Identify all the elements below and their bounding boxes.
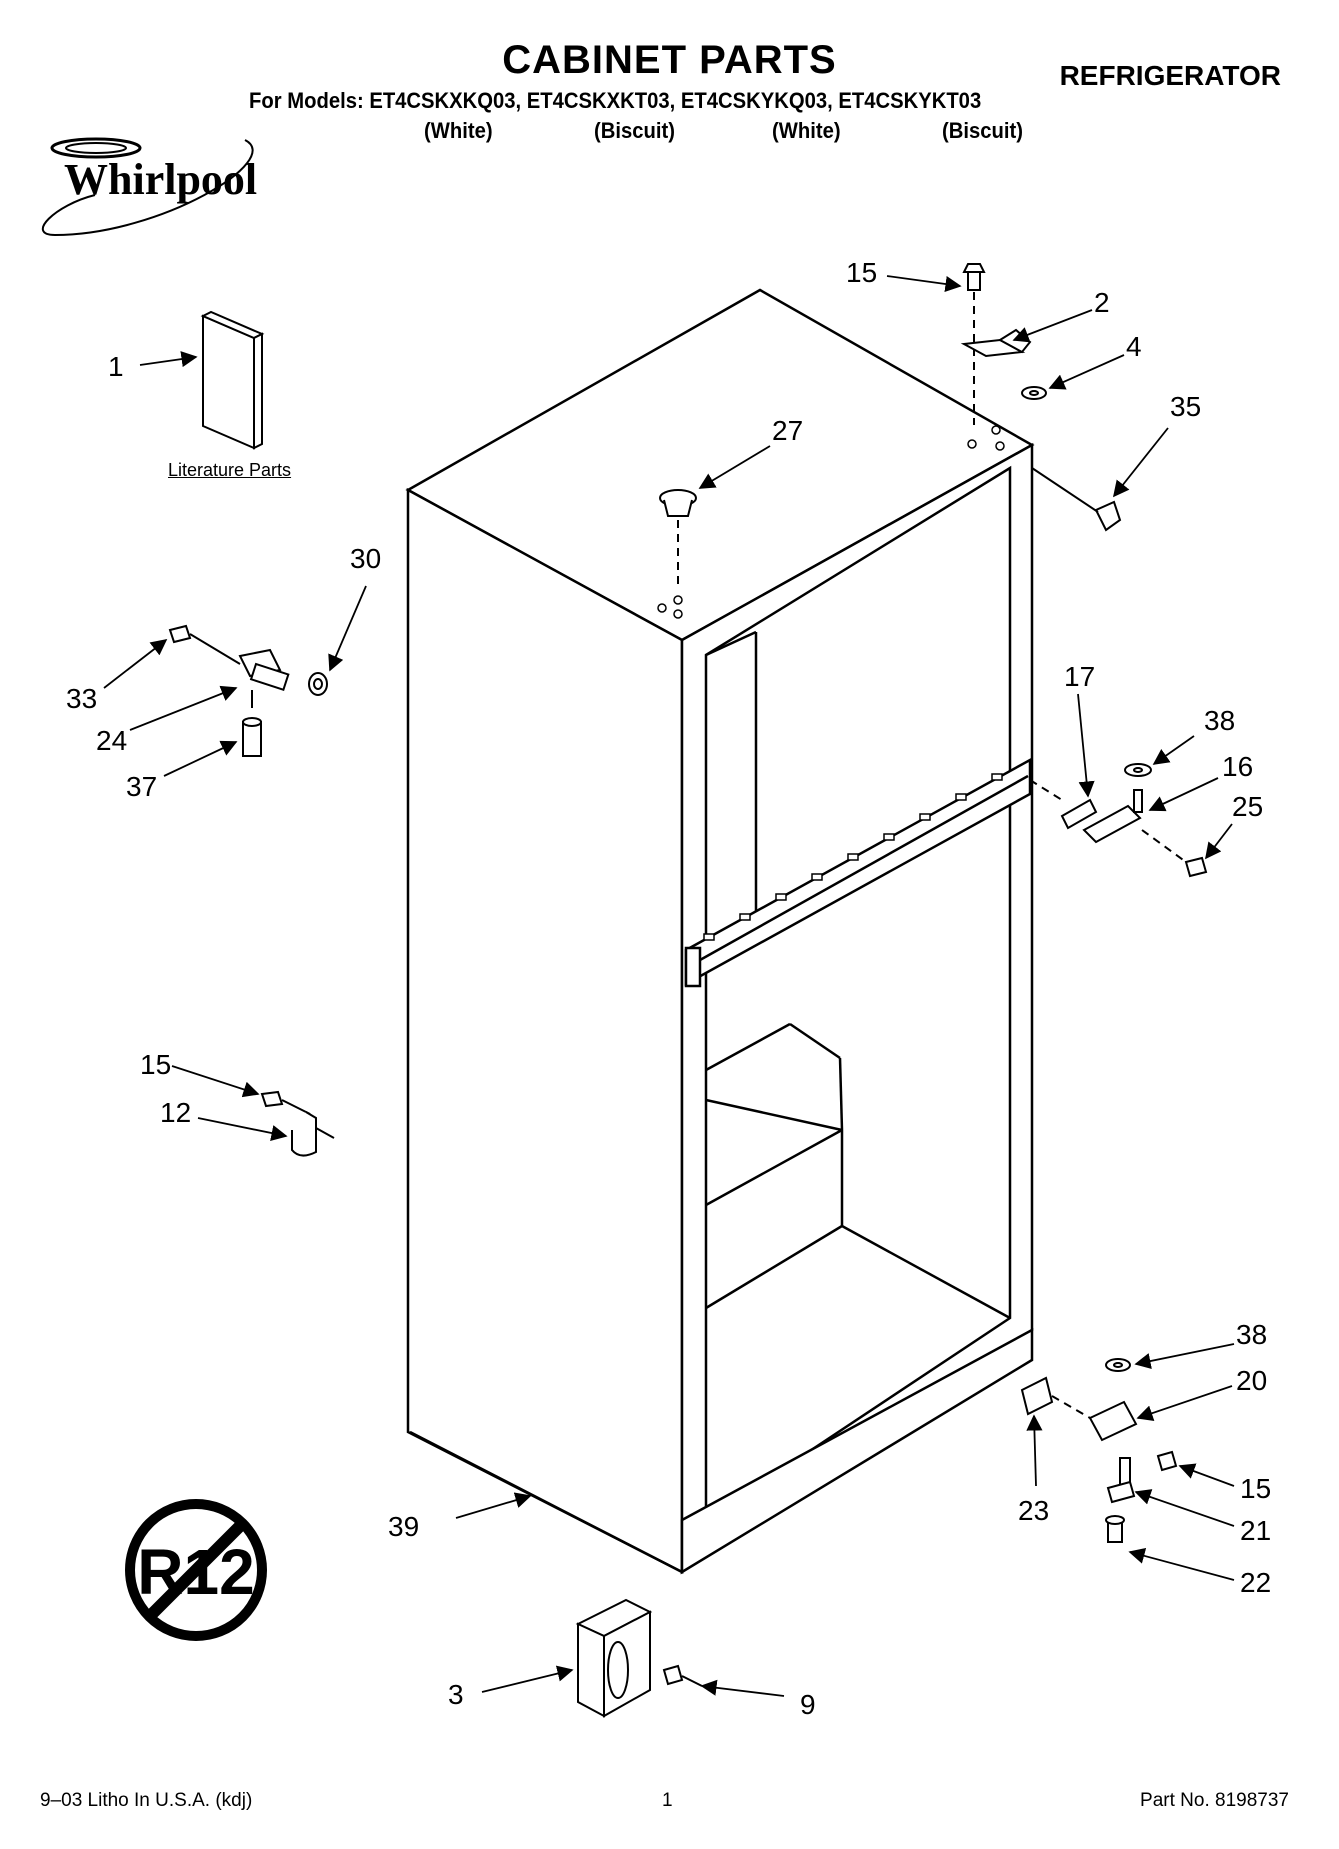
callout-33: 33 bbox=[66, 683, 97, 714]
callout-23: 23 bbox=[1018, 1495, 1049, 1526]
callout-16: 16 bbox=[1222, 751, 1253, 782]
callout-1: 1 bbox=[108, 351, 124, 382]
callout-2: 2 bbox=[1094, 287, 1110, 318]
footer-part-number: Part No. 8198737 bbox=[1140, 1790, 1289, 1811]
center-hinge-assembly bbox=[1029, 763, 1208, 878]
callout-15-top: 15 bbox=[846, 257, 877, 288]
switch-part bbox=[575, 1598, 703, 1718]
cabinet-top-holes bbox=[657, 425, 1005, 619]
callout-15-left: 15 bbox=[140, 1049, 171, 1080]
top-hinge-assembly bbox=[960, 263, 1047, 425]
callout-24: 24 bbox=[96, 725, 127, 756]
callout-21: 21 bbox=[1240, 1515, 1271, 1546]
callout-leaders bbox=[103, 275, 1235, 1697]
callout-9: 9 bbox=[800, 1689, 816, 1720]
callout-30: 30 bbox=[350, 543, 381, 574]
hinge-cap-part bbox=[1031, 467, 1122, 532]
model-color-2: (Biscuit) bbox=[594, 118, 675, 143]
whirlpool-logo: Whirlpool bbox=[41, 137, 257, 237]
page-title: CABINET PARTS bbox=[502, 38, 837, 82]
no-r12-badge: R12 bbox=[125, 1499, 267, 1641]
divider-rail-slots bbox=[703, 773, 1003, 941]
callout-labels: 1 2 3 4 9 12 15 15 15 16 17 20 21 22 23 … bbox=[66, 257, 1271, 1720]
callout-38-bottom: 38 bbox=[1236, 1319, 1267, 1350]
callout-37: 37 bbox=[126, 771, 157, 802]
callout-20: 20 bbox=[1236, 1365, 1267, 1396]
product-type: REFRIGERATOR bbox=[1059, 60, 1281, 91]
literature-parts-label: Literature Parts bbox=[168, 460, 292, 480]
refrigerator-cabinet bbox=[405, 288, 1035, 1575]
models-line: For Models: ET4CSKXKQ03, ET4CSKXKT03, ET… bbox=[249, 88, 982, 113]
callout-22: 22 bbox=[1240, 1567, 1271, 1598]
callout-3: 3 bbox=[448, 1679, 464, 1710]
footer-page-number: 1 bbox=[662, 1790, 673, 1811]
model-color-4: (Biscuit) bbox=[942, 118, 1023, 143]
callout-27: 27 bbox=[772, 415, 803, 446]
bottom-hinge-assembly bbox=[1020, 1358, 1178, 1543]
callout-25: 25 bbox=[1232, 791, 1263, 822]
callout-38-center: 38 bbox=[1204, 705, 1235, 736]
model-color-1: (White) bbox=[424, 118, 493, 143]
door-stop-part bbox=[260, 1090, 335, 1157]
callout-12: 12 bbox=[160, 1097, 191, 1128]
left-hinge-pin-assembly bbox=[168, 624, 328, 757]
footer-litho: 9–03 Litho In U.S.A. (kdj) bbox=[40, 1790, 253, 1811]
callout-35: 35 bbox=[1170, 391, 1201, 422]
callout-17: 17 bbox=[1064, 661, 1095, 692]
callout-15-bottom: 15 bbox=[1240, 1473, 1271, 1504]
callout-4: 4 bbox=[1126, 331, 1142, 362]
callout-39: 39 bbox=[388, 1511, 419, 1542]
top-plug-part bbox=[659, 489, 697, 590]
literature-parts-book bbox=[200, 310, 265, 450]
model-color-3: (White) bbox=[772, 118, 841, 143]
logo-wordmark: Whirlpool bbox=[64, 155, 257, 204]
